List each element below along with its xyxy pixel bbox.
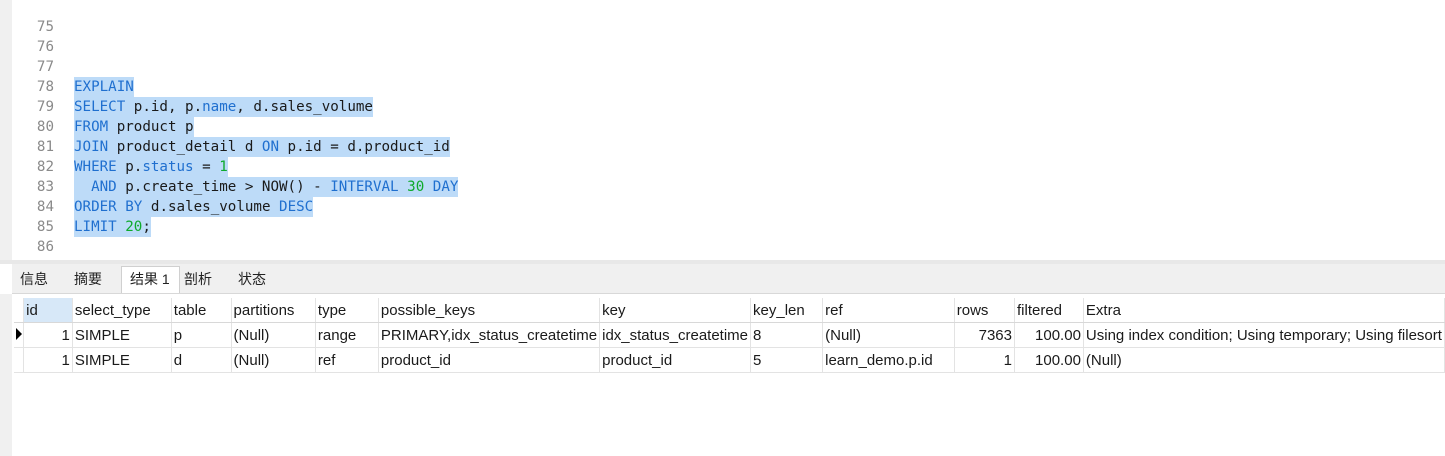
line-number: 83: [36, 179, 54, 195]
cell-select-type[interactable]: SIMPLE: [72, 322, 172, 348]
line-number: 81: [36, 139, 54, 155]
column-header-select-type[interactable]: select_type: [72, 298, 172, 323]
row-indicator: [14, 347, 25, 373]
cell-id[interactable]: 1: [23, 322, 73, 348]
panel-splitter[interactable]: [0, 260, 1445, 264]
code-text: ORDER BY d.sales_volume DESC: [74, 197, 314, 217]
result-grid-panel: id select_type table partitions type pos…: [12, 294, 1445, 456]
code-text: LIMIT 20;: [74, 217, 151, 237]
editor-line: 85: [0, 197, 54, 235]
column-header-possible-keys[interactable]: possible_keys: [378, 298, 601, 323]
line-number: 75: [36, 19, 54, 35]
editor-line: 82 AND p.create_time > NOW() - INTERVAL …: [0, 137, 459, 197]
column-header-type[interactable]: type: [315, 298, 379, 323]
editor-line: 81 WHERE p.status = 1: [0, 117, 228, 177]
cell-table[interactable]: d: [171, 347, 232, 373]
column-header-rows[interactable]: rows: [954, 298, 1016, 323]
column-header-table[interactable]: table: [171, 298, 232, 323]
cell-id[interactable]: 1: [23, 347, 73, 373]
tab-profile[interactable]: 剖析: [184, 271, 212, 287]
line-number: 85: [36, 219, 54, 235]
tab-info[interactable]: 信息: [20, 271, 48, 287]
tab-result-1[interactable]: 结果 1: [121, 266, 180, 293]
code-text: JOIN product_detail d ON p.id = d.produc…: [74, 137, 450, 157]
column-header-key[interactable]: key: [599, 298, 752, 323]
code-text: AND p.create_time > NOW() - INTERVAL 30 …: [74, 177, 459, 197]
cell-extra[interactable]: (Null): [1083, 347, 1445, 373]
cell-filtered[interactable]: 100.00: [1014, 322, 1084, 348]
result-grid: id select_type table partitions type pos…: [14, 298, 1445, 373]
cell-select-type[interactable]: SIMPLE: [72, 347, 172, 373]
column-header-partitions[interactable]: partitions: [231, 298, 316, 323]
line-number: 86: [36, 239, 54, 255]
result-tab-bar: 信息 摘要 结果 1 剖析 状态: [12, 264, 1445, 294]
editor-line: 76: [0, 17, 54, 55]
column-header-id[interactable]: id: [23, 298, 73, 323]
cell-type[interactable]: range: [315, 322, 379, 348]
table-row[interactable]: 1 SIMPLE p (Null) range PRIMARY,idx_stat…: [14, 322, 1445, 348]
cell-partitions[interactable]: (Null): [231, 347, 316, 373]
row-indicator-header: [14, 298, 25, 323]
editor-line: 77 EXPLAIN: [0, 37, 134, 97]
line-number: 84: [36, 199, 54, 215]
editor-left-margin: [0, 0, 12, 262]
cell-key[interactable]: product_id: [599, 347, 752, 373]
cell-possible-keys[interactable]: product_id: [378, 347, 601, 373]
line-number: 76: [36, 39, 54, 55]
editor-line: 86 ALTER TABLE product ADD INDEX idx_sta…: [0, 217, 706, 262]
editor-line: 80 JOIN product_detail d ON p.id = d.pro…: [0, 97, 450, 157]
line-number: 77: [36, 59, 54, 75]
column-header-filtered[interactable]: filtered: [1014, 298, 1084, 323]
cell-ref[interactable]: learn_demo.p.id: [822, 347, 955, 373]
table-row[interactable]: 1 SIMPLE d (Null) ref product_id product…: [14, 347, 1445, 373]
cell-rows[interactable]: 1: [954, 347, 1016, 373]
code-text: WHERE p.status = 1: [74, 157, 228, 177]
line-number: 79: [36, 99, 54, 115]
tab-status[interactable]: 状态: [238, 271, 266, 287]
cell-filtered[interactable]: 100.00: [1014, 347, 1084, 373]
line-number: 82: [36, 159, 54, 175]
current-row-arrow-icon: [14, 322, 25, 348]
cell-extra[interactable]: Using index condition; Using temporary; …: [1083, 322, 1445, 348]
cell-key[interactable]: idx_status_createtime: [599, 322, 752, 348]
editor-line: 78 SELECT p.id, p.name, d.sales_volume: [0, 57, 373, 117]
code-text: SELECT p.id, p.name, d.sales_volume: [74, 97, 373, 117]
results-left-margin: [0, 294, 12, 456]
line-number: 80: [36, 119, 54, 135]
editor-line: 83 ORDER BY d.sales_volume DESC: [0, 157, 314, 217]
line-number: 78: [36, 79, 54, 95]
code-text: FROM product p: [74, 117, 194, 137]
tab-summary[interactable]: 摘要: [74, 271, 102, 287]
cell-partitions[interactable]: (Null): [231, 322, 316, 348]
cell-key-len[interactable]: 8: [750, 322, 824, 348]
column-header-ref[interactable]: ref: [822, 298, 955, 323]
grid-header-row: id select_type table partitions type pos…: [14, 298, 1445, 323]
cell-table[interactable]: p: [171, 322, 232, 348]
cell-possible-keys[interactable]: PRIMARY,idx_status_createtime: [378, 322, 601, 348]
cell-type[interactable]: ref: [315, 347, 379, 373]
column-header-key-len[interactable]: key_len: [750, 298, 824, 323]
cell-key-len[interactable]: 5: [750, 347, 824, 373]
sql-editor[interactable]: 75 76 77 EXPLAIN 78 SELECT p.id, p.name,…: [0, 0, 1445, 262]
cell-rows[interactable]: 7363: [954, 322, 1016, 348]
cell-ref[interactable]: (Null): [822, 322, 955, 348]
editor-line: 75: [0, 0, 54, 35]
editor-line: 87: [0, 237, 54, 262]
editor-line: 79 FROM product p: [0, 77, 194, 137]
code-text: EXPLAIN: [74, 77, 134, 97]
column-header-extra[interactable]: Extra: [1083, 298, 1445, 323]
editor-line: 84 LIMIT 20;: [0, 177, 151, 237]
